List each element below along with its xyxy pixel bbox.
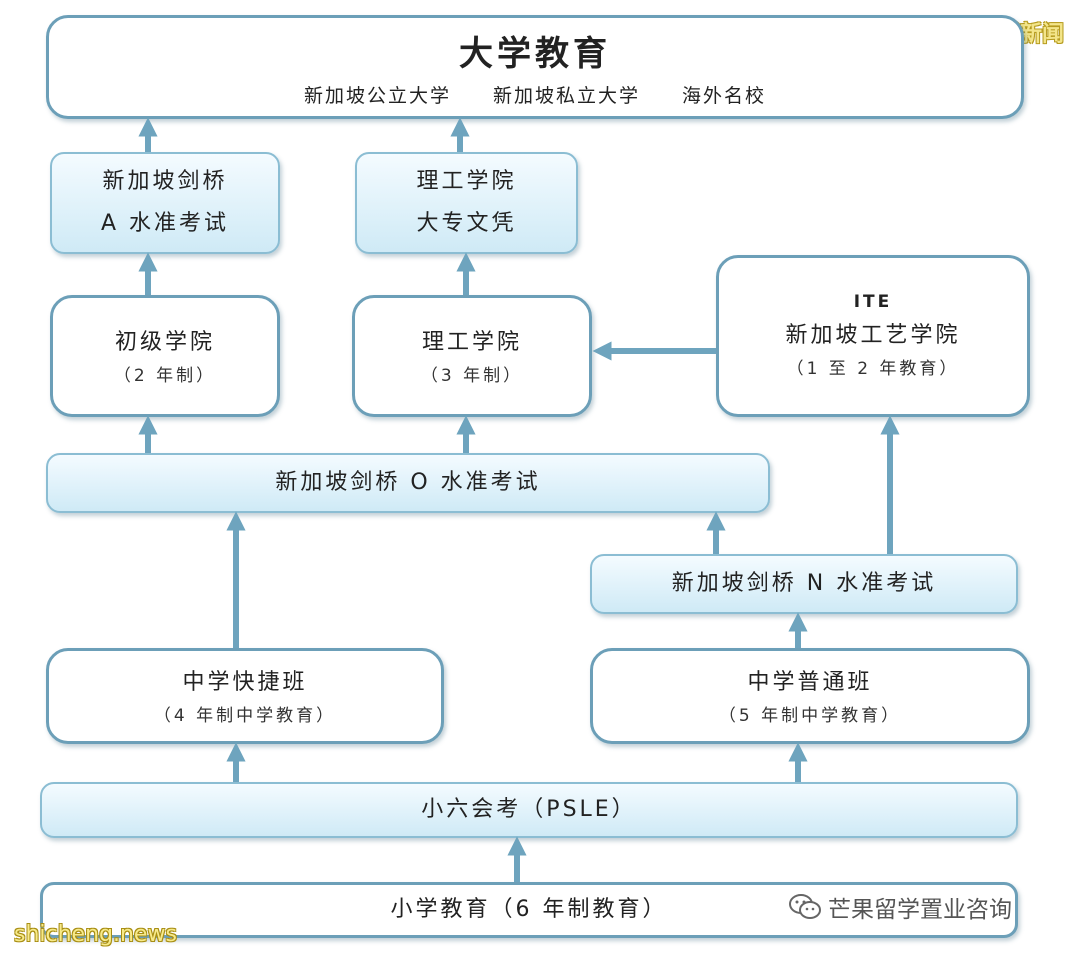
university-sub-overseas: 海外名校 [682, 85, 767, 107]
university-title: 大学教育 [459, 34, 611, 74]
express-title: 中学快捷班 [182, 670, 308, 696]
ite-title: 新加坡工艺学院 [785, 323, 961, 349]
normal-sub: （5 年制中学教育） [718, 706, 902, 727]
university-subtitles: 新加坡公立大学 新加坡私立大学 海外名校 [304, 81, 766, 108]
a-level-line2: A 水准考试 [100, 211, 230, 236]
brand-watermark: 芒果留学置业咨询 [788, 890, 1012, 924]
polytechnic-title: 理工学院 [421, 330, 522, 356]
node-n-level: 新加坡剑桥 N 水准考试 [590, 554, 1018, 614]
normal-title: 中学普通班 [747, 670, 873, 696]
node-o-level: 新加坡剑桥 O 水准考试 [46, 453, 770, 513]
node-junior-college: 初级学院 （2 年制） [50, 295, 280, 417]
primary-title: 小学教育（6 年制教育） [390, 897, 668, 923]
polytechnic-sub: （3 年制） [420, 366, 524, 387]
ite-label: ITE [853, 291, 893, 312]
university-sub-public: 新加坡公立大学 [303, 85, 451, 107]
node-primary: 小学教育（6 年制教育） [40, 882, 1018, 938]
wechat-icon [789, 894, 821, 919]
node-poly-diploma: 理工学院 大专文凭 [355, 152, 578, 254]
node-university: 大学教育 新加坡公立大学 新加坡私立大学 海外名校 [46, 15, 1024, 119]
a-level-line1: 新加坡剑桥 [102, 169, 228, 195]
poly-diploma-line2: 大专文凭 [416, 211, 517, 236]
node-psle: 小六会考（PSLE） [40, 782, 1018, 838]
psle-title: 小六会考（PSLE） [421, 797, 637, 823]
ite-sub: （1 至 2 年教育） [786, 358, 960, 379]
watermark-bottom: shicheng.news [14, 922, 177, 947]
university-sub-private: 新加坡私立大学 [492, 85, 640, 107]
express-sub: （4 年制中学教育） [153, 706, 337, 727]
poly-diploma-line1: 理工学院 [416, 169, 517, 195]
node-normal: 中学普通班 （5 年制中学教育） [590, 648, 1030, 744]
node-ite: ITE 新加坡工艺学院 （1 至 2 年教育） [716, 255, 1030, 417]
n-level-title: 新加坡剑桥 N 水准考试 [671, 571, 937, 597]
node-a-level: 新加坡剑桥 A 水准考试 [50, 152, 280, 254]
junior-college-title: 初级学院 [114, 330, 215, 356]
brand-text: 芒果留学置业咨询 [828, 897, 1012, 923]
node-polytechnic: 理工学院 （3 年制） [352, 295, 592, 417]
o-level-title: 新加坡剑桥 O 水准考试 [275, 470, 541, 496]
junior-college-sub: （2 年制） [113, 366, 217, 387]
